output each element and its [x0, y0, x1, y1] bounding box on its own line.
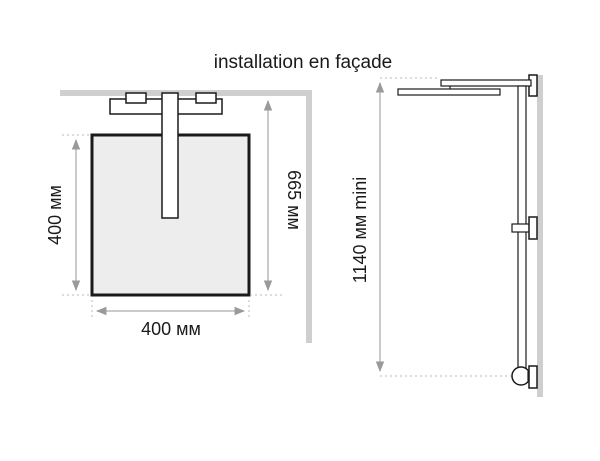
bottom-wall-bracket [528, 365, 538, 389]
height-dimension-label: 400 мм [45, 185, 65, 245]
side-view: 1140 мм mini [350, 74, 543, 397]
bottom-connector [511, 366, 531, 386]
middle-wall-bracket [528, 216, 538, 240]
shower-head-arm [440, 79, 532, 87]
riser-dimension-label: 1140 мм mini [350, 177, 370, 283]
diagram-title: installation en façade [214, 52, 393, 73]
front-view: 400 мм 400 мм 665 мм [45, 90, 312, 343]
bracket-block-right [195, 92, 217, 104]
width-dimension-label: 400 мм [141, 319, 201, 339]
shower-head-profile [397, 88, 501, 96]
depth-dimension-label: 665 мм [284, 170, 304, 230]
bracket-block-left [125, 92, 147, 104]
shower-arm [161, 92, 179, 219]
